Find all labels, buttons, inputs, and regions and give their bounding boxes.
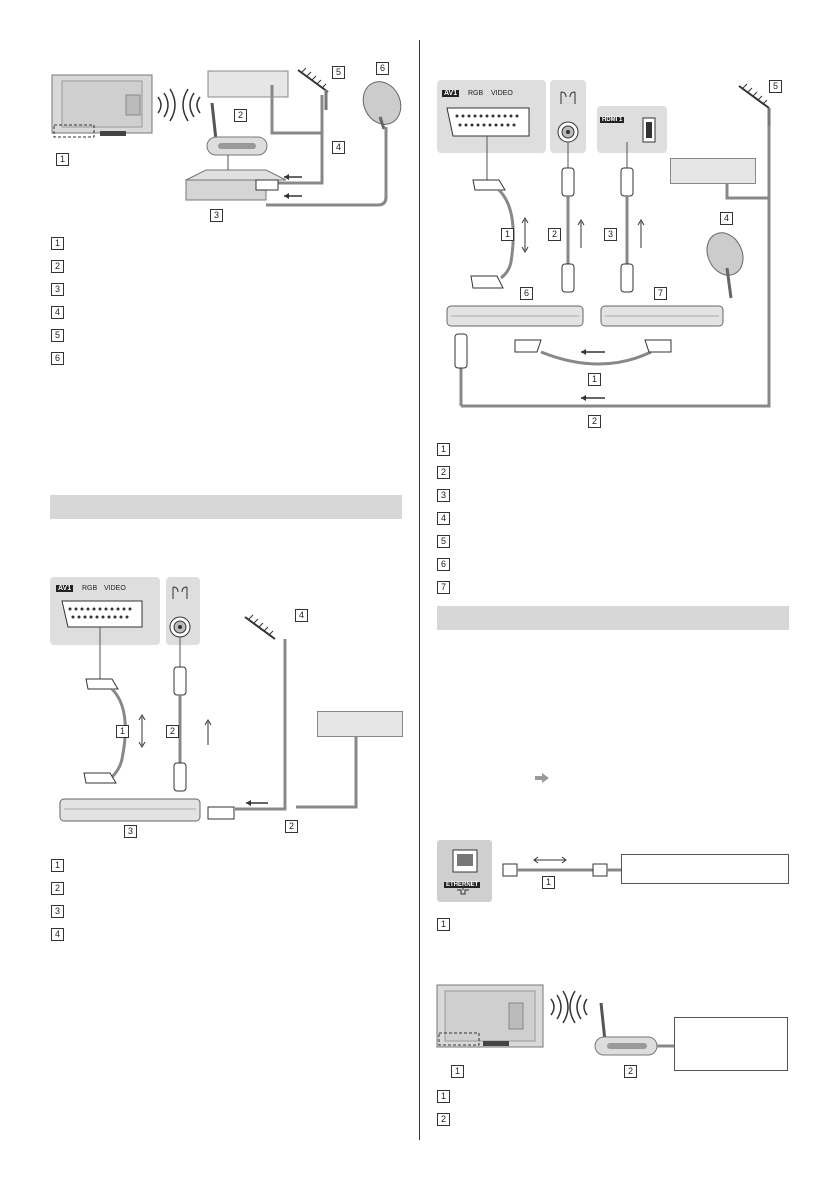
callout-4: 4: [332, 141, 345, 154]
hdmi-recorder-diagram: [446, 83, 771, 408]
legend-1: 1: [51, 237, 64, 250]
callout-eth-1: 1: [542, 876, 555, 889]
callout-1: 1: [56, 153, 69, 166]
router-box-ethernet: [621, 854, 789, 884]
legend-top-right: 1 2 3 4 5 6 7: [437, 443, 450, 604]
legend-av1-3: 3: [51, 905, 64, 918]
av1-recorder-diagram: [59, 586, 358, 822]
section-heading-band-right: [437, 606, 789, 630]
legend-wireless: 1 2: [437, 1090, 450, 1136]
legend-wl-2: 2: [437, 1113, 450, 1126]
callout-r-1b: 1: [588, 373, 601, 386]
arrow-right-icon: [535, 773, 549, 783]
callout-6: 6: [376, 62, 389, 75]
column-divider: [419, 40, 420, 1140]
legend-r-2: 2: [437, 466, 450, 479]
legend-5: 5: [51, 329, 64, 342]
rgb-label: RGB: [82, 585, 98, 592]
callout-r-5: 5: [769, 80, 782, 93]
callout-3: 3: [210, 209, 223, 222]
network-box-middle-left: [317, 711, 403, 737]
callout-r-3: 3: [604, 228, 617, 241]
wireless-lan-diagram: [436, 984, 675, 1056]
legend-eth-1: 1: [437, 918, 450, 931]
callout-av1-4: 4: [295, 609, 308, 622]
legend-r-7: 7: [437, 581, 450, 594]
legend-wl-1: 1: [437, 1090, 450, 1103]
legend-av1-1: 1: [51, 859, 64, 872]
legend-6: 6: [51, 352, 64, 365]
callout-wl-1: 1: [451, 1065, 464, 1078]
rgb-label-right: RGB: [468, 90, 484, 97]
legend-av1-2: 2: [51, 882, 64, 895]
callout-5: 5: [332, 66, 345, 79]
video-label: VIDEO: [104, 585, 126, 592]
network-box-right: [670, 158, 756, 184]
legend-3: 3: [51, 283, 64, 296]
callout-av1-2b: 2: [285, 820, 298, 833]
callout-r-7: 7: [654, 287, 667, 300]
legend-4: 4: [51, 306, 64, 319]
legend-av1-4: 4: [51, 928, 64, 941]
callout-r-2: 2: [548, 228, 561, 241]
legend-middle-left: 1 2 3 4: [51, 859, 64, 951]
av1-label-right: AV1: [442, 90, 460, 97]
legend-r-1: 1: [437, 443, 450, 456]
ethernet-cable-diagram: [452, 849, 621, 895]
internet-box-wireless: [674, 1017, 788, 1071]
section-heading-band-left: [50, 495, 402, 519]
callout-wl-2: 2: [624, 1065, 637, 1078]
callout-av1-3: 3: [124, 825, 137, 838]
legend-2: 2: [51, 260, 64, 273]
callout-r-4: 4: [720, 212, 733, 225]
callout-r-2b: 2: [588, 415, 601, 428]
wireless-tv-diagram: [51, 67, 402, 207]
legend-r-3: 3: [437, 489, 450, 502]
callout-av1-2: 2: [166, 725, 179, 738]
callout-av1-1: 1: [116, 725, 129, 738]
callout-r-1: 1: [501, 228, 514, 241]
callout-2: 2: [234, 109, 247, 122]
legend-ethernet: 1: [437, 918, 450, 941]
ethernet-label: ETHERNET: [444, 882, 481, 888]
av1-label: AV1: [56, 585, 74, 592]
video-label-right: VIDEO: [491, 90, 513, 97]
legend-top-left: 1 2 3 4 5 6: [51, 237, 64, 375]
legend-r-5: 5: [437, 535, 450, 548]
legend-r-4: 4: [437, 512, 450, 525]
callout-r-6: 6: [520, 287, 533, 300]
hdmi1-label: HDMI 1: [600, 117, 625, 123]
legend-r-6: 6: [437, 558, 450, 571]
